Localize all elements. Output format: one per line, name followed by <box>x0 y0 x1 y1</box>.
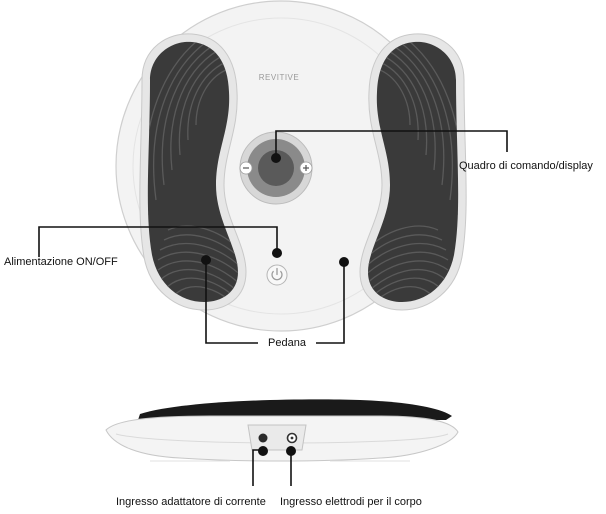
pad-marker-left <box>201 255 211 265</box>
control-dial[interactable] <box>239 131 313 205</box>
leader-lines <box>38 130 508 344</box>
electrode-port[interactable] <box>286 432 298 444</box>
plus-icon[interactable] <box>299 161 313 175</box>
adapter-marker <box>258 446 268 456</box>
label-power: Alimentazione ON/OFF <box>4 256 118 268</box>
device-side-view <box>105 399 459 462</box>
left-foot-pad <box>139 33 247 311</box>
brand-logo: REVITIVE <box>259 73 299 82</box>
label-electrode-input: Ingresso elettrodi per il corpo <box>280 496 422 508</box>
adapter-port[interactable] <box>258 433 268 443</box>
electrode-marker <box>286 446 296 456</box>
minus-icon[interactable] <box>239 161 253 175</box>
label-adapter-input: Ingresso adattatore di corrente <box>116 496 266 508</box>
power-marker <box>272 248 282 258</box>
display-marker <box>271 153 281 163</box>
pad-marker-right <box>339 257 349 267</box>
label-display: Quadro di comando/display <box>459 160 593 172</box>
power-icon <box>271 267 283 281</box>
right-foot-pad <box>359 33 467 311</box>
label-pad: Pedana <box>268 337 306 349</box>
power-button[interactable] <box>266 264 288 286</box>
